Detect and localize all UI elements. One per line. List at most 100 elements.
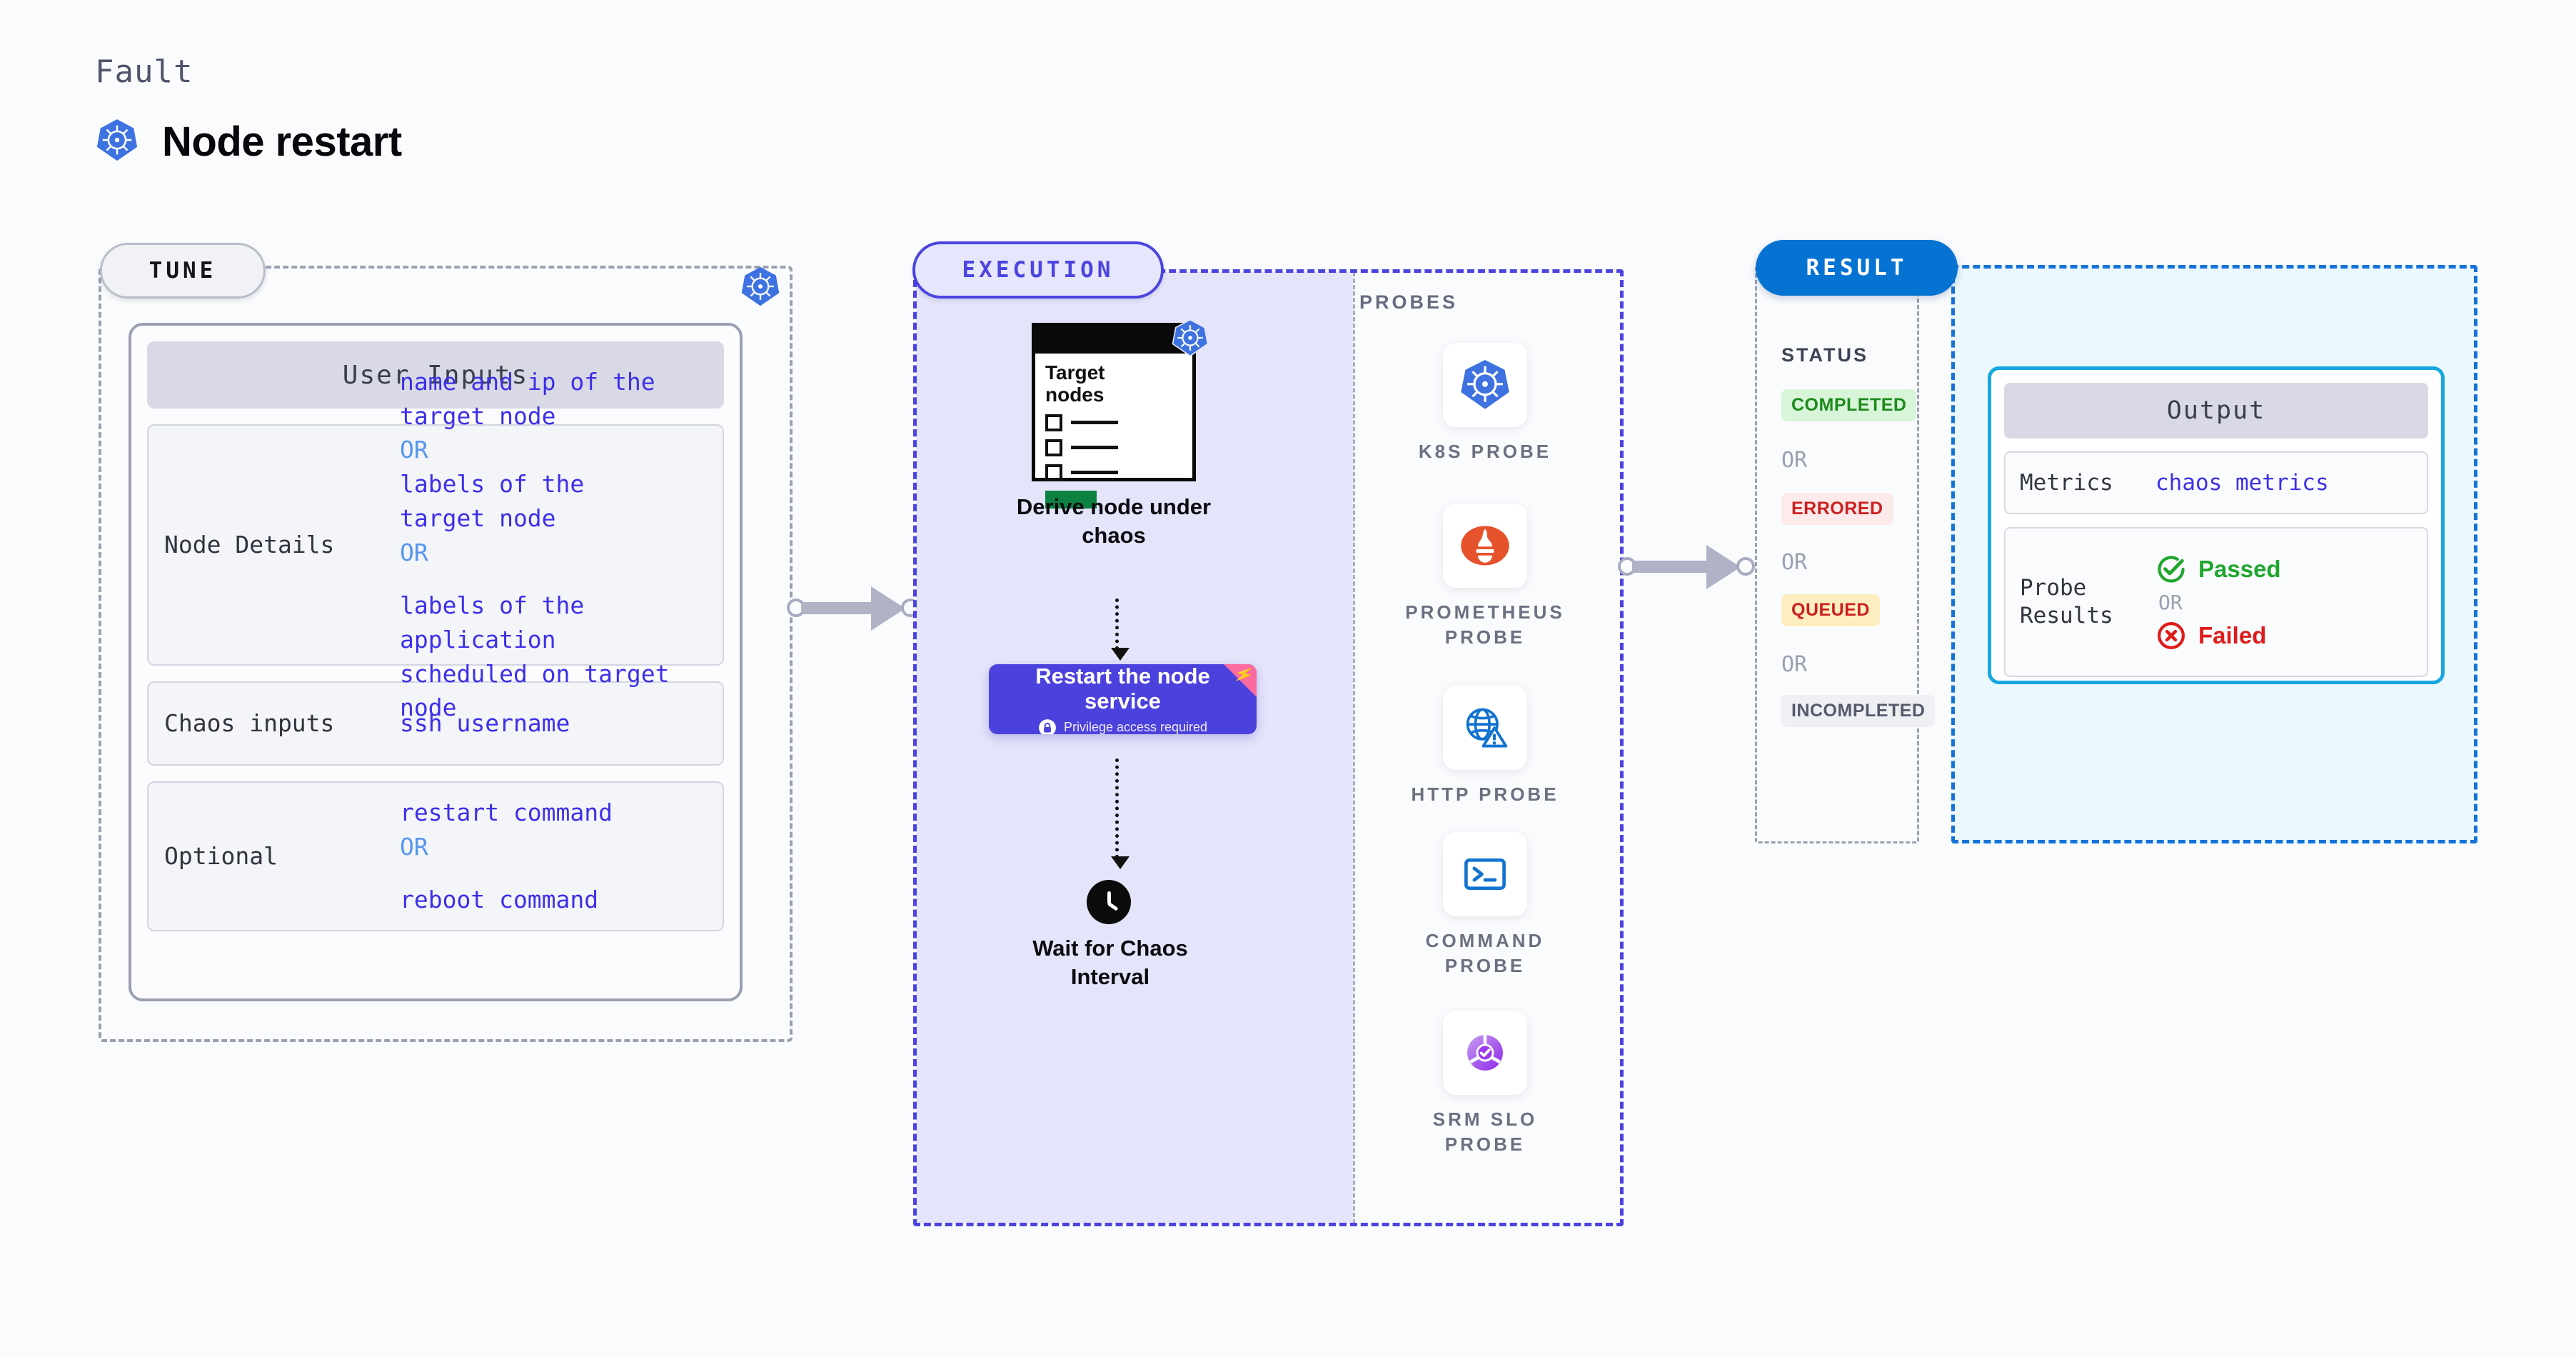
connector-arrowhead bbox=[1706, 545, 1741, 589]
result-pill-label: RESULT bbox=[1756, 240, 1958, 296]
kubernetes-icon bbox=[1443, 343, 1527, 427]
passed-label: Passed bbox=[2198, 555, 2281, 582]
output-row-metrics: Metrics chaos metrics bbox=[2004, 451, 2428, 514]
output-row-label: Metrics bbox=[2020, 469, 2113, 496]
status-badge-completed: COMPLETED bbox=[1781, 389, 1917, 421]
status-badge-incompleted: INCOMPLETED bbox=[1781, 695, 1936, 727]
probe-label-line-2: PROBE bbox=[1444, 1133, 1526, 1156]
probe-result-passed: Passed bbox=[2155, 554, 2281, 585]
check-circle-icon bbox=[2158, 555, 2185, 583]
value-line: labels of the bbox=[400, 470, 585, 499]
label-line-2: Results bbox=[2020, 603, 2113, 629]
list-item bbox=[1045, 464, 1192, 481]
output-row-probe-results: Probe Results Passed OR Failed bbox=[2004, 527, 2428, 677]
failed-label: Failed bbox=[2198, 621, 2267, 649]
value-spacer bbox=[400, 864, 613, 883]
probe-item-srm-slo[interactable]: SRM SLO PROBE bbox=[1385, 1011, 1585, 1157]
srm-slo-icon bbox=[1443, 1011, 1527, 1095]
restart-button-label: Restart the node service bbox=[1035, 664, 1210, 713]
label-line-2: service bbox=[1085, 688, 1161, 713]
output-card-title: Output bbox=[2004, 383, 2428, 439]
derive-node-caption: Derive node under chaos bbox=[985, 493, 1242, 551]
probe-label-line-1: COMMAND bbox=[1425, 930, 1545, 951]
line-placeholder bbox=[1071, 471, 1118, 475]
kubernetes-icon bbox=[740, 266, 781, 311]
user-inputs-title: User Inputs bbox=[147, 341, 724, 409]
tune-panel bbox=[99, 266, 793, 1042]
probe-item-prometheus[interactable]: PROMETHEUS PROBE bbox=[1385, 504, 1585, 650]
page-title: Node restart bbox=[162, 119, 402, 165]
value-spacer bbox=[400, 570, 707, 589]
output-row-label: Probe Results bbox=[2020, 574, 2155, 630]
clock-icon bbox=[1087, 880, 1131, 924]
value-line: ssh username bbox=[400, 709, 570, 738]
x-circle-icon bbox=[2158, 621, 2185, 649]
privilege-note-text: Privilege access required bbox=[1063, 720, 1208, 734]
globe-warning-icon bbox=[1443, 686, 1527, 770]
probe-item-command[interactable]: COMMAND PROBE bbox=[1385, 832, 1585, 978]
clock-hour-hand bbox=[1107, 891, 1111, 904]
result-status-panel bbox=[1755, 265, 1919, 843]
card-title-bar bbox=[1035, 326, 1192, 354]
checkbox-icon bbox=[1045, 439, 1062, 456]
line-placeholder bbox=[1071, 446, 1118, 450]
list-item bbox=[1045, 414, 1192, 431]
caption-line-1: Derive node under bbox=[1016, 494, 1212, 519]
value-line: reboot command bbox=[400, 885, 599, 913]
terminal-icon bbox=[1443, 832, 1527, 916]
checkbox-icon bbox=[1045, 414, 1062, 431]
status-or-1: OR bbox=[1781, 448, 1808, 473]
connector-bar bbox=[801, 602, 881, 614]
caption-line-2: chaos bbox=[1082, 523, 1146, 549]
input-row-label: Optional bbox=[164, 842, 278, 871]
value-line: target node bbox=[400, 401, 556, 430]
list-item bbox=[1045, 439, 1192, 456]
prometheus-icon bbox=[1443, 504, 1527, 588]
caption-line-1: Wait for Chaos bbox=[1032, 936, 1188, 961]
rocket-icon bbox=[1224, 664, 1257, 697]
value-line: name and ip of the bbox=[400, 367, 655, 396]
wait-interval-caption: Wait for Chaos Interval bbox=[1000, 934, 1221, 992]
input-row-chaos-inputs: Chaos inputs ssh username bbox=[147, 681, 724, 766]
selected-node-highlight bbox=[1045, 490, 1097, 509]
execution-panel bbox=[913, 269, 1624, 1226]
probe-label: K8S PROBE bbox=[1419, 439, 1551, 464]
execution-pill-label: EXECUTION bbox=[912, 241, 1164, 299]
input-row-label: Chaos inputs bbox=[164, 709, 335, 738]
probe-label-line-1: K8S PROBE bbox=[1418, 441, 1552, 462]
label-line-1: Probe bbox=[2020, 575, 2087, 601]
probe-result-failed: Failed bbox=[2155, 620, 2281, 651]
input-row-label: Node Details bbox=[164, 531, 335, 559]
probe-label-line-1: HTTP PROBE bbox=[1411, 783, 1559, 805]
probe-label-line-2: PROBE bbox=[1444, 955, 1526, 977]
status-or-2: OR bbox=[1781, 550, 1808, 575]
target-nodes-title: Target nodes bbox=[1045, 361, 1192, 406]
probe-item-k8s[interactable]: K8S PROBE bbox=[1385, 343, 1585, 464]
title-line-1: Target bbox=[1045, 361, 1105, 384]
connector-arrowhead bbox=[871, 586, 905, 631]
status-section-label: STATUS bbox=[1781, 344, 1868, 366]
page-kicker: Fault bbox=[95, 54, 193, 90]
probe-result-values: Passed OR Failed bbox=[2155, 554, 2281, 651]
caption-line-2: Interval bbox=[1070, 964, 1150, 990]
probe-label: COMMAND PROBE bbox=[1426, 928, 1545, 978]
kubernetes-icon bbox=[95, 118, 139, 166]
or-separator: OR bbox=[400, 833, 428, 861]
probe-item-http[interactable]: HTTP PROBE bbox=[1385, 686, 1585, 807]
privilege-note: Privilege access required bbox=[1038, 718, 1207, 734]
probes-section-label: PROBES bbox=[1359, 291, 1459, 313]
input-row-values: ssh username bbox=[400, 706, 570, 741]
probe-label-line-1: SRM SLO bbox=[1432, 1108, 1538, 1130]
restart-node-service-button[interactable]: ⚡ Restart the node service Privilege acc… bbox=[989, 664, 1257, 734]
probe-label: HTTP PROBE bbox=[1411, 782, 1559, 807]
page-title-row: Node restart bbox=[95, 118, 402, 166]
probe-label-line-2: PROBE bbox=[1444, 626, 1526, 649]
flow-arrow-down bbox=[1111, 758, 1129, 869]
value-line: labels of the application bbox=[400, 591, 585, 654]
user-inputs-card: User Inputs Node Details name and ip of … bbox=[129, 323, 743, 1001]
flow-arrow-down bbox=[1111, 599, 1129, 661]
input-row-optional: Optional restart command OR reboot comma… bbox=[147, 781, 724, 931]
output-card: Output Metrics chaos metrics Probe Resul… bbox=[1988, 366, 2445, 684]
status-or-3: OR bbox=[1781, 652, 1808, 677]
line-placeholder bbox=[1071, 421, 1118, 425]
